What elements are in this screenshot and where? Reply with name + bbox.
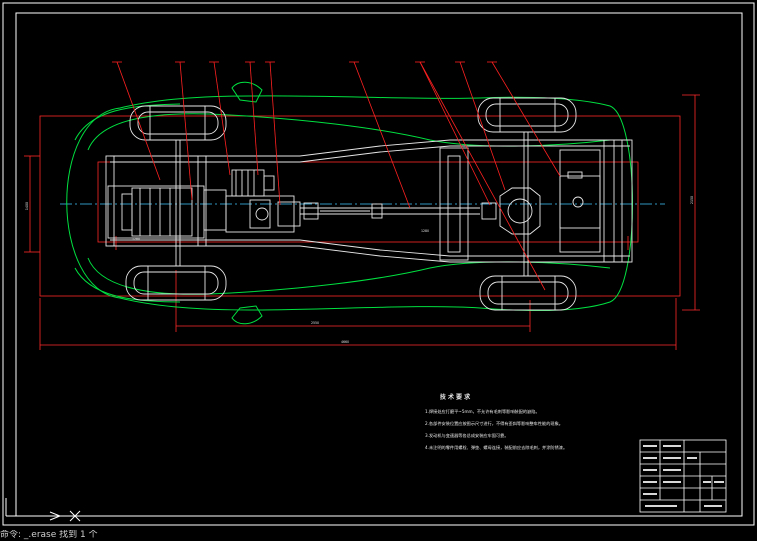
front-axle: [175, 140, 181, 266]
gearbox: [225, 195, 301, 233]
car-body-outline: [66, 81, 633, 325]
fuel-tank: [559, 171, 601, 229]
dimension-lines: [24, 94, 700, 350]
alternator: [231, 169, 275, 197]
dim-track-front: 1280: [132, 237, 140, 241]
notes-line-2: 2.各部件安装位置应按图示尺寸进行，不得有歪斜等影响整车性能的现象。: [425, 420, 563, 427]
dim-overall-length: 4660: [341, 340, 349, 344]
chassis-frame: [105, 139, 633, 263]
title-block-fills: [643, 445, 724, 507]
notes-title: 技 术 要 求: [440, 393, 471, 401]
engine-block: [107, 185, 227, 239]
wheel-front-left: [129, 105, 227, 141]
outer-sheet-border: [2, 2, 755, 526]
technical-notes: 技 术 要 求 1.焊接处应打磨平~5mm，不允许有毛刺等影响装配的缺陷。 2.…: [425, 393, 567, 451]
title-block: [639, 439, 727, 513]
command-prompt: 命令:: [0, 530, 22, 540]
wheel-rear-left: [477, 97, 577, 133]
notes-line-3: 3.发动机与变速器等各总成安装应牢固可靠。: [425, 432, 509, 439]
dim-height-right: 2150: [690, 196, 694, 204]
ucs-icon: [5, 498, 81, 522]
wheel-rear-right: [479, 275, 577, 311]
drive-shaft: [300, 202, 497, 220]
rear-differential: [499, 187, 541, 235]
notes-line-4: 4.未注明的零件用螺栓、弹垫、螺母连接，装配前应去除毛刺，并涂防锈漆。: [425, 444, 567, 451]
command-history-text: _.erase 找到 1 个: [23, 530, 98, 540]
part-leader-lines: [116, 61, 561, 291]
dim-height-left: 1400: [25, 202, 29, 210]
inner-sheet-border: [15, 12, 743, 517]
command-line[interactable]: 命令: _.erase 找到 1 个: [0, 530, 757, 541]
notes-line-1: 1.焊接处应打磨平~5mm，不允许有毛刺等影响装配的缺陷。: [425, 408, 540, 415]
dim-track-rear: 1280: [421, 229, 429, 233]
dim-wheelbase: 2550: [311, 321, 319, 325]
